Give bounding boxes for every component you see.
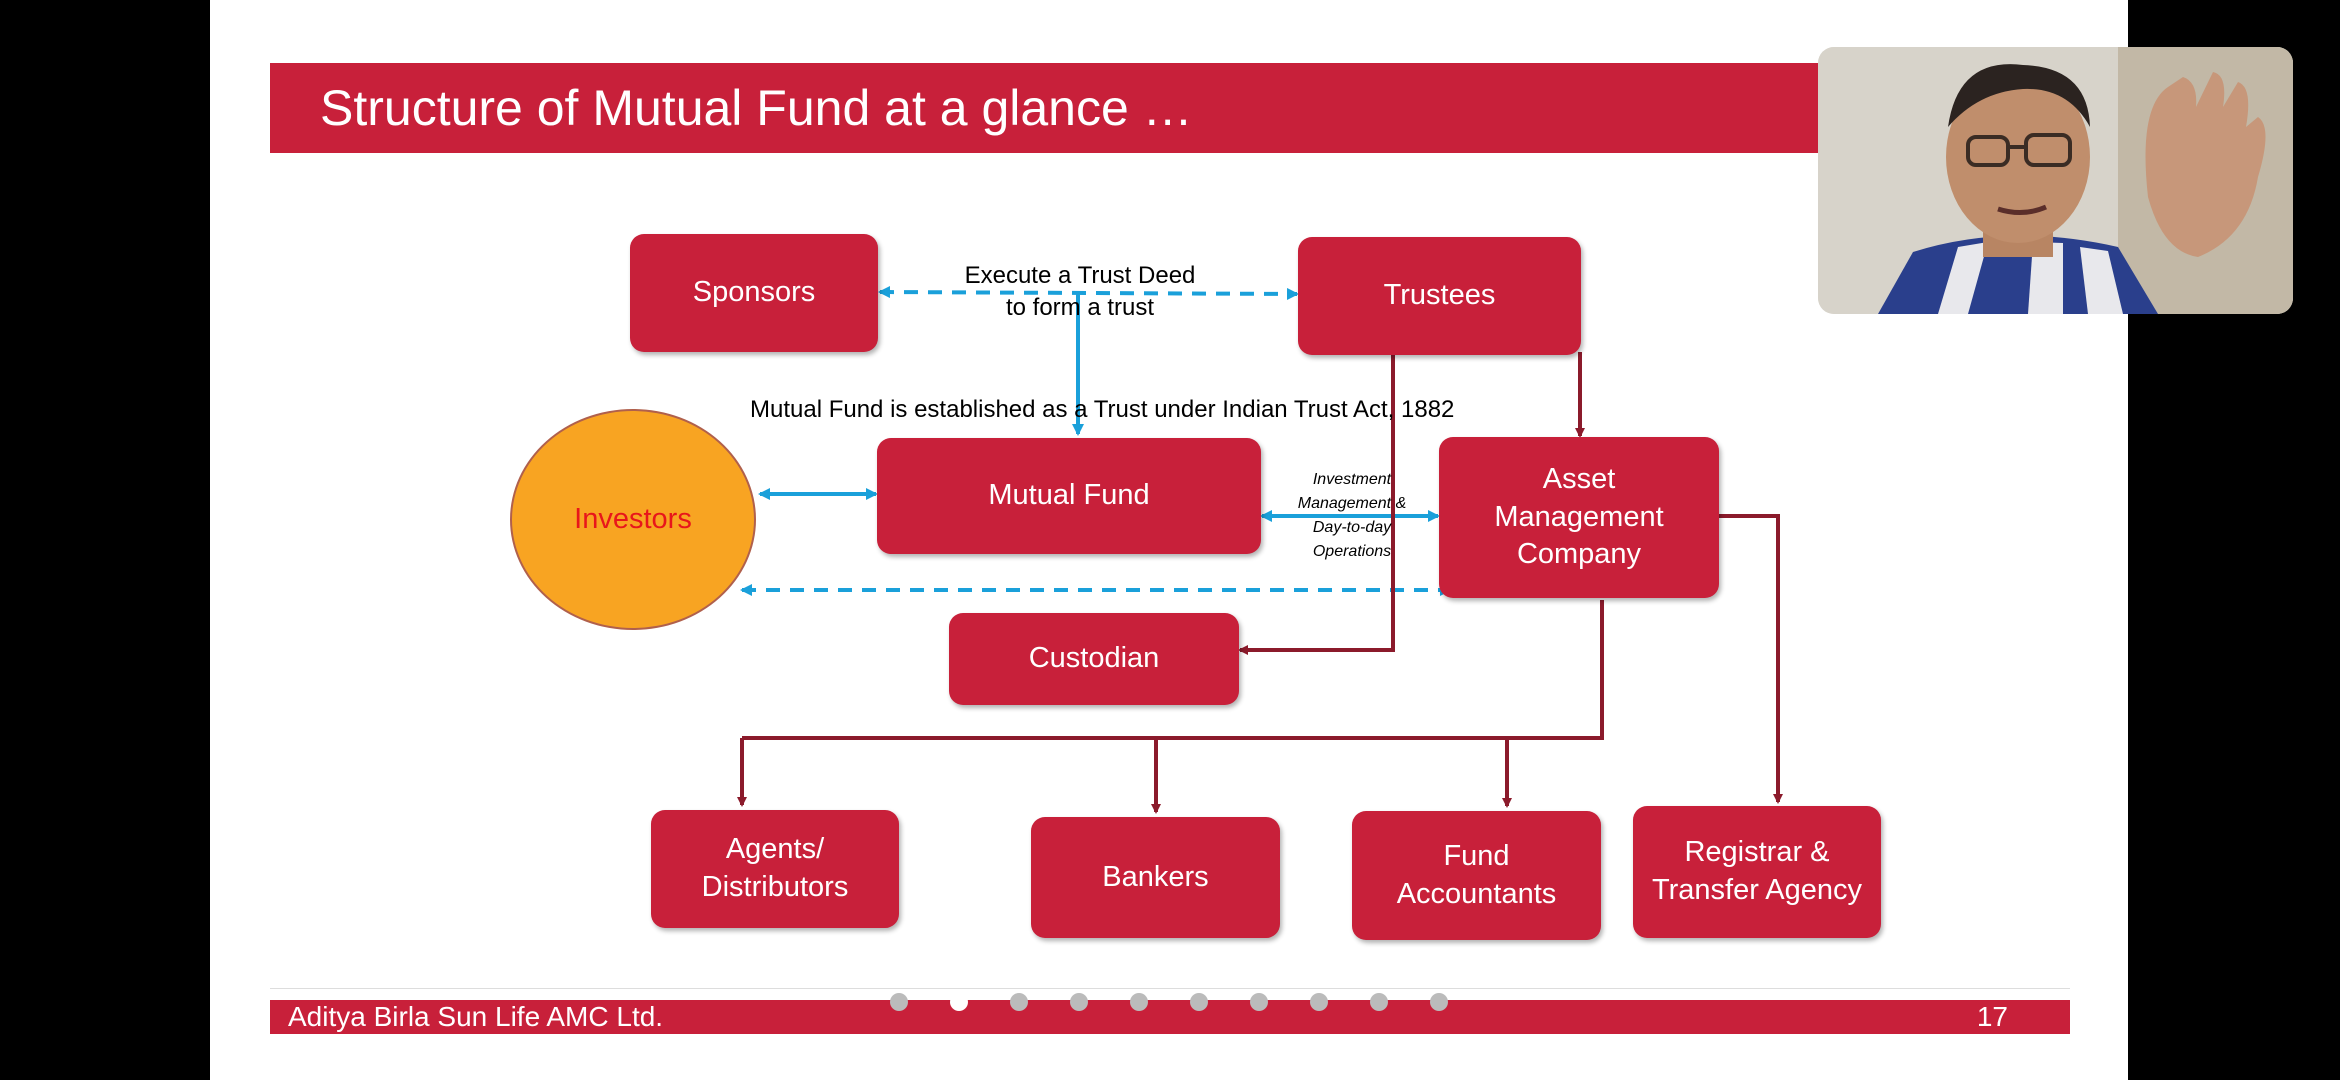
- label-trust-deed: Execute a Trust Deed to form a trust: [964, 262, 1196, 321]
- slide-dot[interactable]: [1130, 993, 1148, 1011]
- slide-dots: [890, 993, 1490, 1017]
- slide-dot[interactable]: [890, 993, 908, 1011]
- page-number: 17: [1976, 1001, 2008, 1032]
- slide-title: Structure of Mutual Fund at a glance …: [320, 80, 1193, 136]
- node-agents-distributors: Agents/ Distributors: [651, 810, 899, 928]
- slide-dot[interactable]: [1370, 993, 1388, 1011]
- footer-bar: Aditya Birla Sun Life AMC Ltd. 17: [270, 1000, 2070, 1034]
- footer-divider: [270, 988, 2070, 989]
- connector-amc-bus: [742, 600, 1604, 740]
- label-trust-act: Mutual Fund is established as a Trust un…: [750, 396, 1455, 423]
- presenter-webcam: [1818, 47, 2293, 314]
- node-custodian: Custodian: [949, 613, 1239, 705]
- node-fund-accountants: Fund Accountants: [1352, 811, 1601, 940]
- diagram: Sponsors Trustees Mutual Fund Investors …: [210, 0, 2128, 1080]
- node-bankers: Bankers: [1031, 817, 1280, 938]
- node-investors: Investors: [510, 409, 756, 630]
- node-sponsors: Sponsors: [630, 234, 878, 352]
- node-mutual-fund: Mutual Fund: [877, 438, 1261, 554]
- label-investment-management: Investment Management & Day-to-day Opera…: [1297, 471, 1407, 560]
- slide-dot[interactable]: [1250, 993, 1268, 1011]
- node-registrar-transfer-agency: Registrar & Transfer Agency: [1633, 806, 1881, 938]
- node-asset-management-company: Asset Management Company: [1439, 437, 1719, 598]
- connector-amc-registrar: [1718, 514, 1783, 804]
- connector-sponsors-trustees: [878, 286, 1299, 300]
- slide-dot[interactable]: [1070, 993, 1088, 1011]
- slide-dot[interactable]: [950, 993, 968, 1011]
- node-trustees: Trustees: [1298, 237, 1581, 355]
- connector-layer: [737, 286, 1783, 814]
- slide-dot[interactable]: [1010, 993, 1028, 1011]
- presenter-avatar-icon: [1818, 47, 2293, 314]
- connector-trustees-custodian: [1238, 355, 1395, 655]
- footer-company: Aditya Birla Sun Life AMC Ltd.: [288, 1001, 664, 1032]
- slide-dot[interactable]: [1190, 993, 1208, 1011]
- slide-dot[interactable]: [1430, 993, 1448, 1011]
- slide-dot[interactable]: [1310, 993, 1328, 1011]
